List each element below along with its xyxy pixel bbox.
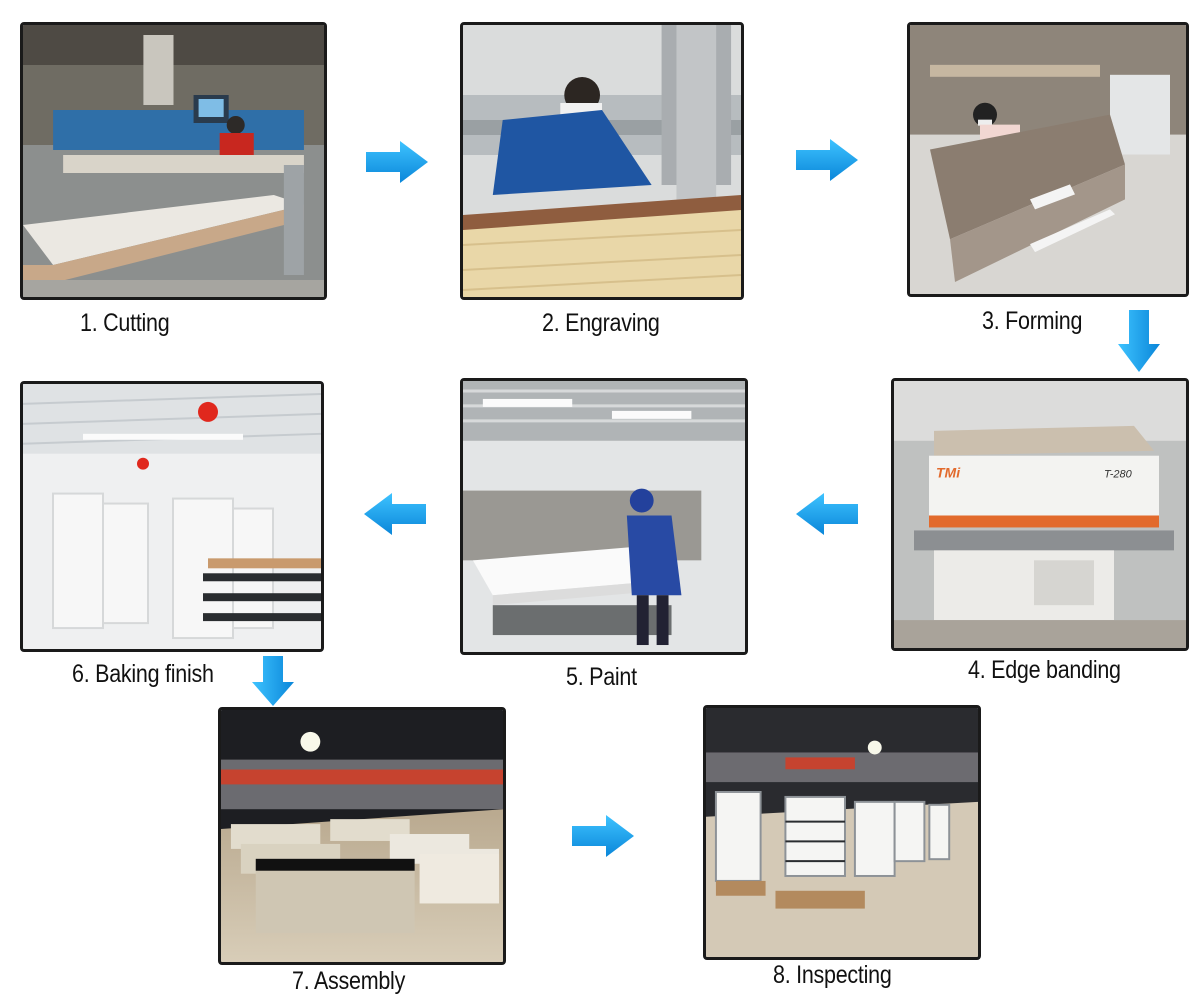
machine-model-text: T-280	[1104, 469, 1133, 481]
caption-engraving: 2. Engraving	[542, 309, 660, 337]
caption-assembly: 7. Assembly	[292, 967, 406, 995]
caption-inspecting: 8. Inspecting	[773, 961, 892, 989]
arrow-left-1	[796, 493, 858, 535]
cutting-photo	[20, 22, 327, 300]
edge-banding-photo: TMi T-280	[891, 378, 1189, 651]
assembly-photo	[218, 707, 506, 965]
machine-brand-text: TMi	[936, 465, 961, 481]
baking-finish-photo	[20, 381, 324, 652]
caption-edge-banding: 4. Edge banding	[968, 656, 1121, 684]
caption-forming: 3. Forming	[982, 307, 1083, 335]
paint-photo	[460, 378, 748, 655]
caption-cutting: 1. Cutting	[80, 309, 170, 337]
arrow-left-2	[364, 493, 426, 535]
caption-paint: 5. Paint	[566, 663, 637, 691]
forming-photo	[907, 22, 1189, 297]
arrow-right-2	[796, 139, 858, 181]
caption-baking-finish: 6. Baking finish	[72, 660, 214, 688]
arrow-right-3	[572, 815, 634, 857]
arrow-down-1	[1118, 310, 1160, 372]
engraving-photo	[460, 22, 744, 300]
arrow-right-1	[366, 141, 428, 183]
inspecting-photo	[703, 705, 981, 960]
arrow-down-2	[252, 656, 294, 706]
